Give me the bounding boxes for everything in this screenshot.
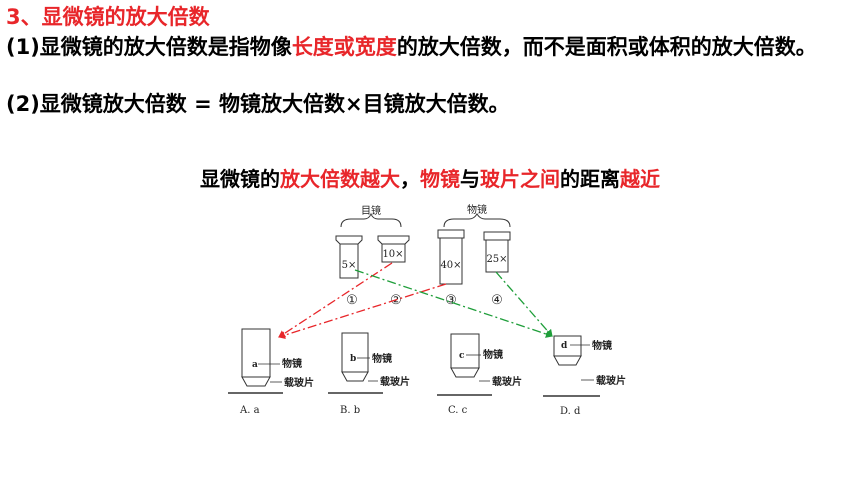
lens-mag-2: 10× — [382, 249, 403, 260]
green-arrow-from-5x — [354, 269, 553, 338]
option-b-slide-label: 载玻片 — [380, 375, 410, 388]
option-b-label: B. b — [340, 405, 360, 416]
paragraph-formula: (2)显微镜放大倍数 = 物镜放大倍数×目镜放大倍数。 — [6, 92, 510, 116]
objective-c-tip — [450, 367, 480, 378]
eyepiece-10x-body — [381, 243, 406, 263]
objective-d-body — [553, 335, 582, 357]
eyepiece-group-label: 目镜 — [361, 204, 381, 217]
objective-40x-cap — [437, 229, 465, 239]
objective-b-body — [341, 332, 369, 373]
red-arrow-from-40x — [278, 283, 447, 339]
option-c-slide-label: 载玻片 — [492, 375, 522, 388]
option-b-objective-label: 物镜 — [372, 352, 392, 365]
option-d-setup: d 物镜 载玻片 D. d — [543, 335, 626, 417]
caption-part-1: 显微镜的 — [200, 167, 280, 191]
eyepiece-brace — [340, 212, 402, 228]
definition-prefix: (1)显微镜的放大倍数是指物像 — [6, 35, 292, 59]
option-b-letter: b — [350, 354, 356, 364]
option-a-label: A. a — [239, 405, 260, 416]
caption-part-7: 的距离 — [560, 167, 620, 191]
objective-40x-body — [439, 237, 463, 285]
lens-mag-4: 25× — [486, 254, 507, 265]
lens-mag-3: 40× — [440, 260, 461, 271]
objective-25x-body — [485, 239, 509, 273]
objective-25x — [483, 231, 511, 273]
lens-number-3: ③ — [445, 293, 457, 308]
objective-a-body — [241, 328, 271, 378]
caption-part-2: 放大倍数越大 — [280, 167, 400, 191]
paragraph-definition: (1)显微镜的放大倍数是指物像长度或宽度的放大倍数，而不是面积或体积的放大倍数。 — [6, 33, 854, 61]
definition-suffix: 的放大倍数，而不是面积或体积的放大倍数。 — [396, 35, 817, 59]
option-a-setup: a 物镜 载玻片 A. a — [228, 328, 314, 416]
objective-b-tip — [341, 371, 369, 382]
objective-brace — [443, 213, 511, 228]
option-c-letter: c — [459, 351, 465, 361]
eyepiece-5x-cap — [335, 235, 363, 245]
lens-mag-1: 5× — [342, 260, 357, 271]
definition-highlight: 长度或宽度 — [291, 35, 397, 59]
option-a-slide-label: 载玻片 — [284, 376, 314, 389]
lens-number-1: ① — [346, 293, 358, 308]
objective-group-label: 物镜 — [467, 203, 487, 216]
eyepiece-5x-body — [339, 243, 359, 279]
option-c-label: C. c — [448, 405, 468, 416]
option-c-objective-label: 物镜 — [483, 348, 503, 361]
objective-d-tip — [553, 355, 582, 366]
caption-part-6: 玻片之间 — [480, 167, 560, 191]
objective-a-tip — [241, 376, 271, 387]
red-arrow-from-10x — [278, 262, 393, 338]
objective-40x — [437, 229, 465, 285]
caption-part-5: 与 — [460, 167, 480, 191]
option-a-objective-label: 物镜 — [282, 357, 302, 370]
caption-part-3: ， — [400, 167, 420, 191]
lens-number-4: ④ — [491, 293, 503, 308]
option-d-label: D. d — [560, 406, 581, 417]
caption-part-8: 越近 — [620, 167, 660, 191]
eyepiece-5x — [335, 235, 363, 279]
objective-25x-cap — [483, 231, 511, 241]
option-d-slide-label: 载玻片 — [596, 374, 626, 387]
green-arrow-from-25x — [495, 271, 553, 337]
diagram-caption: 显微镜的放大倍数越大，物镜与玻片之间的距离越近 — [0, 166, 860, 192]
section-heading: 3、显微镜的放大倍数 — [6, 5, 210, 29]
option-a-letter: a — [252, 360, 258, 370]
eyepiece-10x — [377, 235, 410, 263]
option-c-setup: c 物镜 载玻片 C. c — [437, 333, 522, 416]
eyepiece-10x-cap — [377, 235, 410, 245]
objective-c-body — [450, 333, 480, 369]
caption-part-4: 物镜 — [420, 167, 460, 191]
option-b-setup: b 物镜 载玻片 B. b — [328, 332, 410, 416]
option-d-letter: d — [561, 341, 568, 351]
option-d-objective-label: 物镜 — [592, 339, 612, 352]
